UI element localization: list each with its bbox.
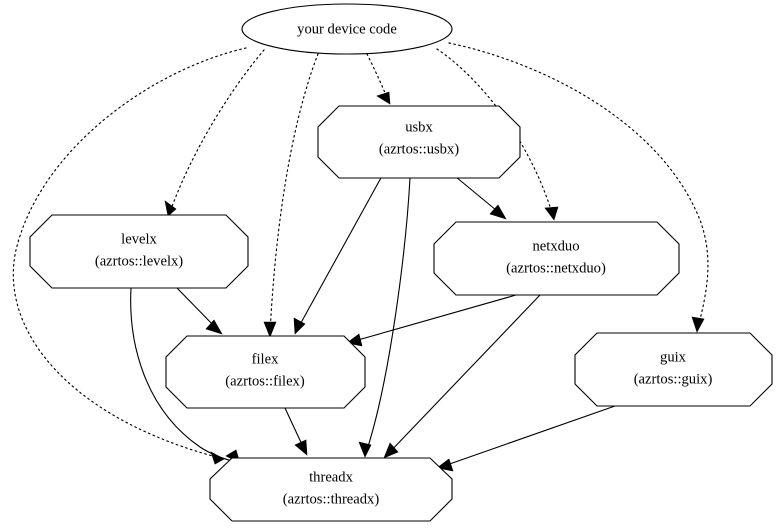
- node-label-netxduo-line2: (azrtos::netxduo): [506, 260, 606, 276]
- node-label-usbx-line2: (azrtos::usbx): [379, 141, 459, 157]
- node-label-threadx-line2: (azrtos::threadx): [283, 491, 380, 507]
- node-label-usbx-line1: usbx: [405, 119, 433, 135]
- node-shape-ellipse: [241, 3, 453, 55]
- node-label-guix-line1: guix: [660, 349, 687, 365]
- node-label-levelx-line2: (azrtos::levelx): [95, 253, 183, 269]
- node-label-device-line1: your device code: [297, 21, 397, 37]
- node-shape-octagon: [165, 335, 366, 409]
- node-usbx[interactable]: usbx (azrtos::usbx): [317, 105, 521, 179]
- node-shape-octagon: [574, 332, 773, 407]
- node-netxduo[interactable]: netxduo (azrtos::netxduo): [433, 221, 680, 296]
- node-label-threadx-line1: threadx: [309, 469, 353, 485]
- node-shape-octagon: [317, 105, 521, 179]
- node-layer: your device code usbx (azrtos::usbx) lev…: [29, 3, 773, 522]
- node-levelx[interactable]: levelx (azrtos::levelx): [29, 214, 249, 289]
- edge-guix-to-threadx: [436, 405, 616, 472]
- edge-levelx-to-filex: [176, 287, 223, 335]
- edge-usbx-to-netxduo: [455, 176, 507, 220]
- node-guix[interactable]: guix (azrtos::guix): [574, 332, 773, 407]
- edge-filex-to-threadx: [284, 407, 308, 456]
- node-shape-octagon: [433, 221, 680, 296]
- edge-netxduo-to-filex: [346, 294, 517, 347]
- node-label-netxduo-line1: netxduo: [532, 238, 579, 254]
- node-shape-octagon: [29, 214, 249, 289]
- edge-usbx-to-filex: [293, 175, 383, 335]
- edge-device-to-netxduo: [436, 48, 559, 221]
- edge-device-to-filex: [263, 53, 319, 338]
- node-label-guix-line2: (azrtos::guix): [634, 371, 713, 387]
- node-label-filex-line1: filex: [252, 351, 279, 367]
- node-label-filex-line2: (azrtos::filex): [225, 373, 305, 389]
- node-threadx[interactable]: threadx (azrtos::threadx): [209, 457, 453, 522]
- node-shape-octagon: [209, 457, 453, 522]
- edge-device-to-guix: [448, 42, 709, 333]
- edge-device-to-levelx: [164, 49, 265, 217]
- edge-layer: [12, 42, 709, 472]
- node-label-levelx-line1: levelx: [121, 231, 157, 247]
- edge-device-to-usbx: [366, 53, 391, 105]
- node-filex[interactable]: filex (azrtos::filex): [165, 335, 366, 409]
- edge-netxduo-to-threadx: [383, 294, 541, 459]
- node-your-device-code[interactable]: your device code: [241, 3, 453, 55]
- edge-usbx-to-threadx: [358, 177, 411, 458]
